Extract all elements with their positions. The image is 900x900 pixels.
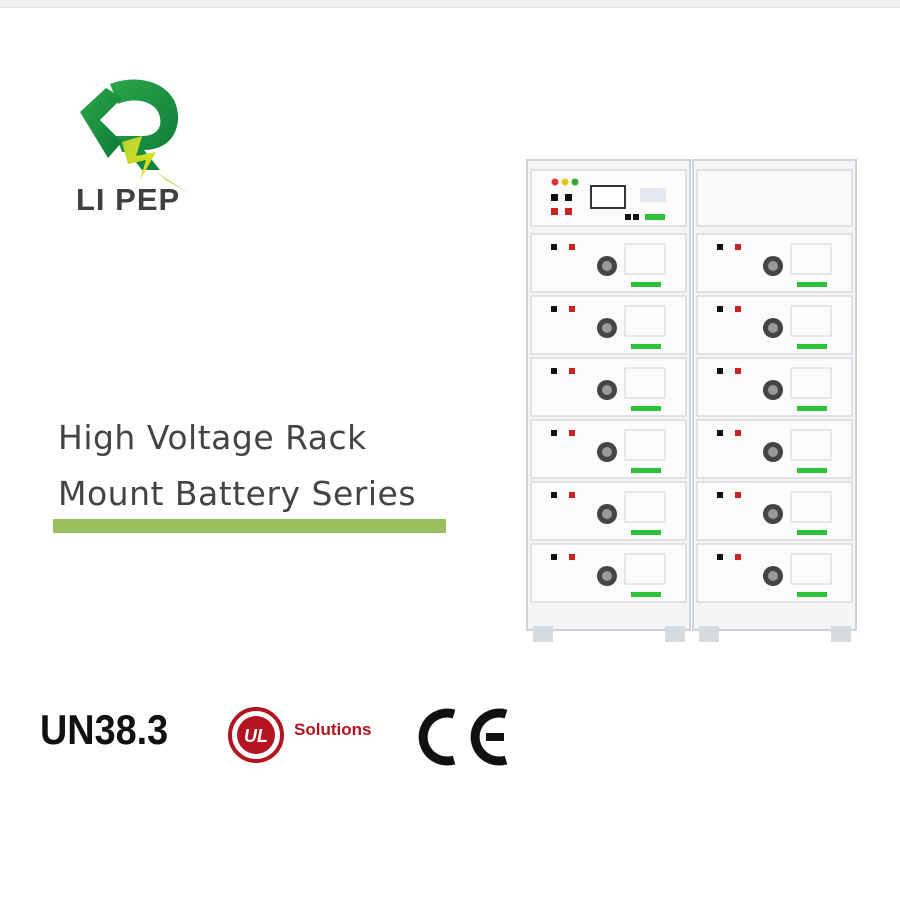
svg-text:UL: UL: [244, 726, 268, 746]
title-line-2: Mount Battery Series: [58, 474, 417, 513]
ul-solutions-label: Solutions: [294, 720, 372, 739]
title-line-1: High Voltage Rack: [58, 418, 367, 457]
ul-logo-icon: UL: [228, 707, 284, 763]
title-underline: [53, 519, 446, 533]
ce-mark-icon: [418, 708, 508, 766]
lipep-logo-icon: [80, 79, 190, 194]
un383-certification: UN38.3: [40, 706, 169, 753]
ul-solutions-certification: UL Solutions: [226, 706, 386, 764]
page-title: High Voltage Rack Mount Battery Series: [58, 410, 416, 522]
brand-name: LI PEP: [76, 182, 181, 217]
top-border: [0, 0, 900, 8]
battery-rack-icon: [526, 159, 857, 642]
